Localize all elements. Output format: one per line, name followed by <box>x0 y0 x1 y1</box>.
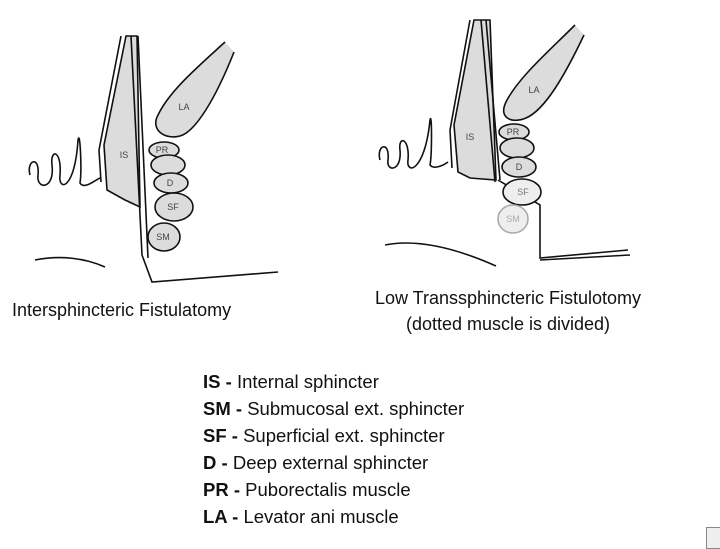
legend-text: Deep external sphincter <box>232 452 429 473</box>
legend-sep: - <box>228 479 246 500</box>
legend-item-LA: LA - Levator ani muscle <box>203 503 464 530</box>
legend-abbr: D <box>203 452 217 473</box>
legend-abbr: LA <box>203 506 227 527</box>
left-diagram: IS PR D SF SM LA <box>28 35 279 283</box>
legend-sep: - <box>226 425 244 446</box>
levator-ani-LA <box>502 24 585 122</box>
right-caption-line2: (dotted muscle is divided) <box>405 314 611 334</box>
legend-item-SF: SF - Superficial ext. sphincter <box>203 422 464 449</box>
label-SF: SF <box>517 187 529 197</box>
legend-abbr: PR <box>203 479 229 500</box>
left-caption: Intersphincteric Fistulatomy <box>12 300 232 320</box>
label-PR: PR <box>507 127 520 137</box>
label-LA: LA <box>528 85 539 95</box>
right-diagram: IS PR D SF SM LA <box>378 19 631 267</box>
legend-item-PR: PR - Puborectalis muscle <box>203 476 464 503</box>
muscle-SM-divided <box>497 204 529 234</box>
label-SM: SM <box>156 232 170 242</box>
skin-line <box>384 242 497 267</box>
legend-text: Submucosal ext. sphincter <box>247 398 465 419</box>
legend-item-IS: IS - Internal sphincter <box>203 368 464 395</box>
legend-item-SM: SM - Submucosal ext. sphincter <box>203 395 464 422</box>
right-caption-line1: Low Transsphincteric Fistulotomy <box>374 288 642 308</box>
legend-abbr: SM <box>203 398 231 419</box>
legend-item-D: D - Deep external sphincter <box>203 449 464 476</box>
levator-ani-LA <box>155 41 235 138</box>
rectal-wall <box>449 19 629 259</box>
internal-sphincter-IS <box>453 19 497 181</box>
muscle-SF <box>154 192 194 222</box>
muscle-unlabeled <box>499 137 535 159</box>
mucosa-folds <box>28 137 101 187</box>
rectal-wall <box>98 35 279 283</box>
legend-text: Superficial ext. sphincter <box>243 425 445 446</box>
label-D: D <box>167 178 174 188</box>
label-IS: IS <box>120 150 129 160</box>
label-SF: SF <box>167 202 179 212</box>
muscle-D <box>501 156 537 178</box>
label-IS: IS <box>466 132 475 142</box>
legend-text: Puborectalis muscle <box>245 479 411 500</box>
label-D: D <box>516 162 523 172</box>
internal-sphincter-IS <box>103 35 141 209</box>
legend-text: Internal sphincter <box>236 371 379 392</box>
legend-sep: - <box>216 452 233 473</box>
legend-abbr: IS <box>203 371 221 392</box>
skin-line <box>34 256 106 268</box>
legend-sep: - <box>220 371 237 392</box>
muscle-SF-divided <box>502 178 542 206</box>
legend-abbr: SF <box>203 425 227 446</box>
legend-text: Levator ani muscle <box>243 506 399 527</box>
label-LA: LA <box>178 102 189 112</box>
muscle-SM <box>147 222 181 252</box>
muscle-unlabeled <box>150 154 186 176</box>
label-PR: PR <box>156 145 169 155</box>
mucosa-folds <box>378 117 449 169</box>
legend-sep: - <box>230 398 248 419</box>
label-SM: SM <box>506 214 520 224</box>
corner-thumbnail-icon <box>706 527 720 549</box>
legend-sep: - <box>226 506 244 527</box>
legend: IS - Internal sphincter SM - Submucosal … <box>203 368 464 530</box>
